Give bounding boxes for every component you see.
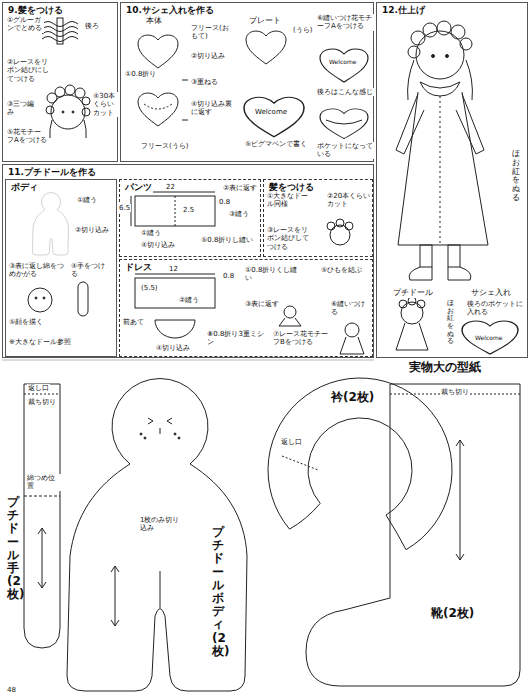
step-note: ①0.8折りくし縫い bbox=[244, 266, 302, 283]
step-note: 0.8 bbox=[218, 198, 231, 206]
step-note: (5.5) bbox=[140, 284, 159, 292]
step-note: ③重ねる bbox=[190, 78, 236, 86]
step-note: 前あて bbox=[122, 318, 145, 326]
step-note: プチドール bbox=[392, 288, 434, 298]
step-note: ⑤顔を描く bbox=[8, 318, 44, 326]
pattern-piece: 靴(2枚) 裁ち切り bbox=[300, 380, 525, 692]
step-note: サシェ入れ bbox=[470, 288, 512, 298]
pattern-label: 靴(2枚) bbox=[430, 606, 475, 620]
step-note: ⑧0.8折り3重ミシン bbox=[206, 330, 266, 347]
step-note: フリース(おもて) bbox=[190, 24, 236, 41]
step-note: 本体 bbox=[145, 16, 163, 26]
step-note: ポケットになっている bbox=[316, 142, 374, 159]
pattern-label: プチドールボディ(2枚) bbox=[211, 526, 225, 658]
step-note: ④切り込み bbox=[155, 344, 191, 352]
step-note: ②レースをリボン結びにしてつける bbox=[6, 58, 56, 83]
step-note: ①0.8折り bbox=[124, 70, 170, 78]
step-note: Welcome bbox=[254, 108, 288, 116]
step-note: ほお紅をぬる bbox=[446, 300, 455, 346]
pattern-piece: 衿(2枚) 返し口 bbox=[262, 372, 462, 582]
section-heading: パンツ bbox=[124, 182, 153, 193]
pattern-label: プチドール手(2枚) bbox=[6, 496, 20, 602]
pattern-label: 返し口 bbox=[27, 384, 50, 392]
doll-head bbox=[46, 85, 90, 138]
pattern-label: 1枚のみ切り込み bbox=[139, 516, 183, 533]
step-note: ①縫う bbox=[76, 196, 98, 204]
step-note: ①縫う bbox=[140, 229, 162, 237]
step-note: ③縫う bbox=[228, 210, 250, 218]
step-note: ①大きなドール同様 bbox=[266, 192, 314, 209]
step-note: ③表に返し綿をつめかがる bbox=[8, 262, 66, 279]
sachet-hearts bbox=[138, 31, 368, 139]
pattern-label: 裁ち切り bbox=[27, 398, 57, 406]
step-note: ②表に返す bbox=[222, 184, 260, 192]
step-note: ⑥縫いつける bbox=[330, 300, 372, 317]
step-note: ②切り込み bbox=[74, 226, 110, 234]
step-note: ④30本くらいカット bbox=[92, 92, 120, 117]
step-note: ③三つ編み bbox=[6, 100, 38, 117]
step-note: 0.8 bbox=[222, 272, 235, 280]
pattern-piece: プチドールボディ(2枚) 1枚のみ切り込み bbox=[55, 376, 255, 696]
step-note: ③レースをリボン結びしてつける bbox=[266, 226, 316, 251]
pattern-piece: プチドール手(2枚) 返し口裁ち切り綿つめ位置 bbox=[4, 378, 64, 653]
page-number: 48 bbox=[6, 686, 17, 694]
pattern-label: 裁ち切り bbox=[440, 388, 470, 396]
step-note: ⑤花モチーフAをつける bbox=[6, 128, 48, 145]
step-note: ④切り込み bbox=[140, 241, 176, 249]
step-note: ⑤ピグマペンで書く bbox=[244, 140, 310, 148]
section-heading: ボディ bbox=[10, 182, 39, 193]
step-note: ②縫う bbox=[178, 296, 200, 304]
step-note: フリース(うら) bbox=[140, 142, 202, 150]
pattern-label: 綿つめ位置 bbox=[26, 474, 62, 491]
section-heading: 9.髪をつける bbox=[7, 5, 64, 16]
section-heading: 10.サシェ入れを作る bbox=[125, 5, 215, 16]
step-note: プレート bbox=[248, 16, 282, 26]
step-note: Welcome bbox=[328, 58, 357, 65]
step-note: ⑥縫いつけ花モチーフAをつける bbox=[316, 14, 374, 31]
step-note: ②切り込み bbox=[190, 52, 236, 60]
step-note: ⑤0.8折りし縫い bbox=[200, 236, 260, 244]
section-heading: ドレス bbox=[124, 262, 153, 273]
piece-outline bbox=[300, 380, 525, 692]
step-note: 22 bbox=[165, 183, 176, 191]
hair-bundle bbox=[42, 18, 78, 44]
step-note: ⑤ひもを結ぶ bbox=[320, 266, 370, 274]
section-panel: 11.プチドールを作るボディパンツ髪をつけるドレス bbox=[2, 164, 374, 358]
step-note: ⑦レース花モチーフBをつける bbox=[272, 330, 330, 347]
petit-doll-steps bbox=[28, 192, 364, 354]
pattern-title: 実物大の型紙 bbox=[408, 360, 482, 374]
step-note: ④切り込み裏に返す bbox=[190, 100, 236, 117]
step-note: ※大きなドール参照 bbox=[8, 338, 110, 346]
section-heading: 11.プチドールを作る bbox=[7, 167, 97, 178]
step-note: ③表に返す bbox=[244, 300, 286, 308]
section-heading: 12.仕上げ bbox=[381, 5, 426, 16]
step-note: ほお紅をぬる bbox=[511, 150, 521, 203]
step-note: Welcome bbox=[474, 334, 503, 341]
step-note: 12 bbox=[168, 265, 179, 273]
step-note: (うら) bbox=[292, 26, 313, 34]
step-note: 後ろ bbox=[84, 22, 100, 30]
step-note: 6.5 bbox=[118, 204, 131, 212]
step-note: 後ろはこんな感じ bbox=[316, 88, 374, 96]
step-note: ②20本くらいカット bbox=[326, 192, 372, 209]
step-note: ④手をつける bbox=[70, 262, 112, 279]
pattern-label: 衿(2枚) bbox=[330, 390, 375, 404]
step-note: 後ろのポケットに入れる bbox=[466, 300, 524, 317]
pattern-label: 返し口 bbox=[280, 438, 303, 446]
step-note: ①グルーガンでとめる bbox=[6, 16, 44, 33]
step-note: 2.5 bbox=[182, 206, 195, 214]
